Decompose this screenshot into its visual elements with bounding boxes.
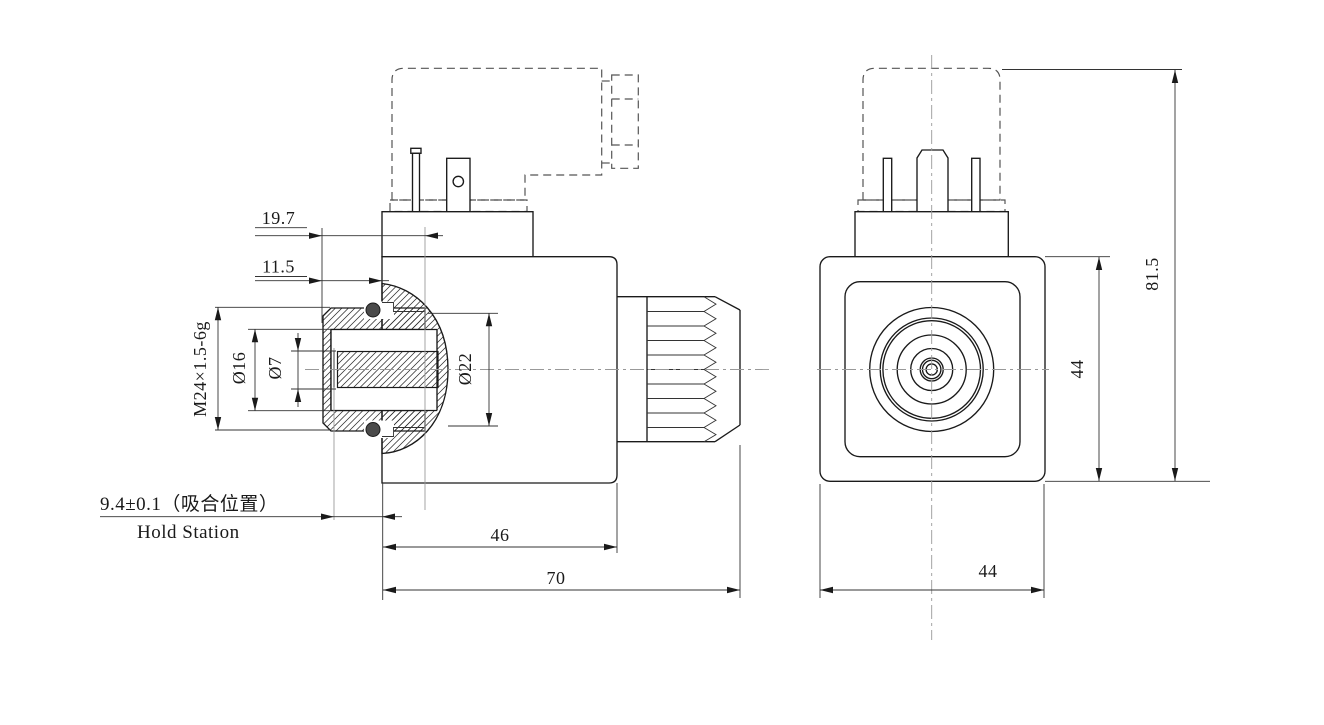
blade-terminal: [446, 157, 471, 213]
front-view-dimensions: 44 81.5 44: [819, 69, 1210, 598]
ground-pin: [916, 149, 949, 213]
dim-label-pin-dia: Ø7: [265, 357, 285, 380]
dim-label-total-height: 81.5: [1142, 257, 1162, 291]
dim-label-body-height: 44: [1067, 360, 1087, 379]
dim-label-tube-protrusion: 19.7: [262, 208, 296, 228]
terminal-base: [381, 211, 534, 258]
dim-label-hold-position-cn: 9.4±0.1（吸合位置）: [100, 493, 278, 515]
side-view-connector-outline: [389, 67, 639, 213]
terminal-hole: [452, 175, 465, 188]
front-view-connector-outline: [857, 67, 1006, 213]
side-view-terminal-pins: [410, 147, 471, 213]
o-ring-bottom: [365, 422, 381, 437]
dim-label-thread: M24×1.5-6g: [190, 321, 210, 417]
dim-label-body-width: 44: [979, 561, 998, 581]
side-view-dimensions: 19.7 11.5 M24×1.5-6g Ø16 Ø7 Ø22 9.4±0.1（…: [100, 208, 741, 600]
front-view-terminal-pins: [882, 149, 981, 213]
cable-gland-outline: [611, 74, 639, 169]
dim-label-coil-length: 46: [491, 525, 510, 545]
coil-housing-front: [819, 256, 1046, 482]
dim-label-flange-dia: Ø22: [455, 353, 475, 386]
dim-label-bore-dia: Ø16: [229, 352, 249, 385]
front-view-coil-body: [819, 211, 1046, 482]
dim-label-nut-width: 11.5: [262, 257, 295, 277]
o-ring-top: [365, 302, 381, 318]
dim-label-hold-position-en: Hold Station: [137, 522, 240, 543]
side-view-armature-tube: [322, 282, 449, 455]
dim-label-total-length: 70: [547, 568, 566, 588]
